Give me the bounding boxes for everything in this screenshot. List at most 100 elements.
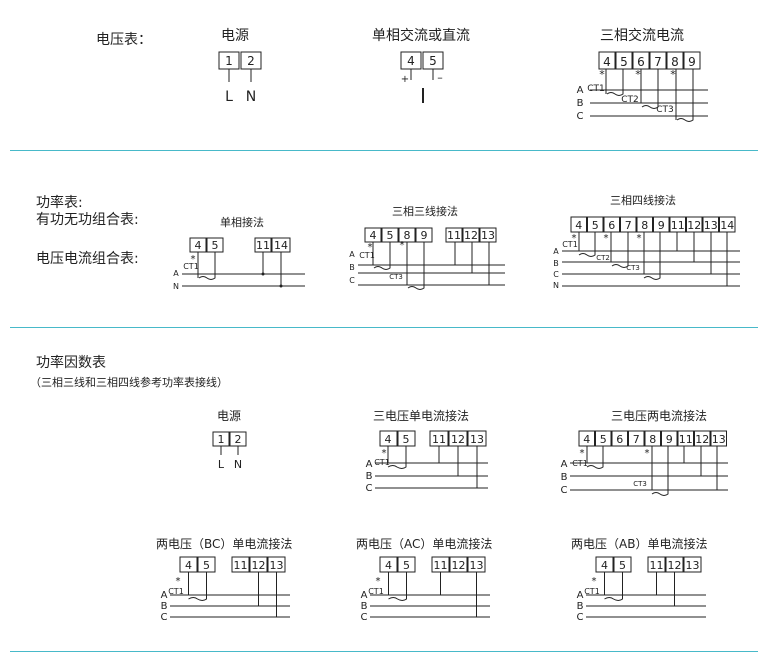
section-separator	[10, 651, 758, 652]
pf-meter-subtitle: （三相三线和三相四线参考功率表接线）	[30, 376, 228, 389]
svg-text:*: *	[637, 233, 642, 244]
svg-text:CT3: CT3	[656, 105, 674, 115]
svg-text:*: *	[635, 68, 641, 81]
svg-text:CT1: CT1	[587, 84, 605, 94]
terminal-number: 9	[666, 433, 673, 446]
terminal-box	[661, 430, 678, 447]
pin-label: N	[246, 89, 256, 105]
svg-text:C: C	[361, 612, 368, 623]
svg-text:C: C	[577, 111, 584, 122]
terminal-number: 4	[583, 433, 590, 446]
svg-text:5: 5	[203, 559, 210, 572]
svg-text:C: C	[577, 612, 584, 623]
svg-text:C: C	[553, 270, 559, 279]
svg-text:CT1: CT1	[359, 251, 375, 260]
svg-text:B: B	[161, 601, 168, 612]
terminal-box	[669, 216, 686, 233]
svg-text:N: N	[234, 458, 242, 471]
terminal-number: 9	[658, 219, 665, 232]
svg-text:B: B	[366, 471, 373, 482]
section-separator	[10, 150, 758, 151]
terminal-box	[611, 430, 628, 447]
voltmeter-power-diagram: 1 2 L N	[218, 51, 262, 105]
terminal-number: 12	[687, 219, 701, 232]
svg-text:A: A	[361, 590, 368, 601]
svg-text:11: 11	[650, 559, 664, 572]
svg-text:B: B	[361, 601, 368, 612]
terminal-number: 1	[225, 54, 233, 68]
svg-text:13: 13	[270, 559, 284, 572]
terminal-box	[677, 430, 694, 447]
terminal-number: 13	[704, 219, 718, 232]
svg-text:A: A	[577, 85, 584, 96]
terminal-number: 4	[603, 55, 611, 69]
svg-text:A: A	[161, 590, 168, 601]
terminal-number: 9	[421, 229, 428, 242]
svg-text:CT1: CT1	[368, 587, 384, 596]
three-phase-four-wire-label: 三相四线接法	[610, 194, 676, 207]
terminal-number: 7	[625, 219, 632, 232]
terminal-box	[710, 430, 727, 447]
terminal-number: 5	[387, 229, 394, 242]
svg-text:11: 11	[256, 239, 270, 252]
svg-text:B: B	[553, 259, 559, 268]
svg-text:5: 5	[403, 433, 410, 446]
var-meter-title: 有功无功组合表:	[36, 212, 139, 228]
terminal-number: 13	[481, 229, 495, 242]
terminal-number: 2	[247, 54, 255, 68]
svg-text:A: A	[173, 269, 179, 278]
terminal-number: 8	[641, 219, 648, 232]
pf-meter-title: 功率因数表	[36, 355, 106, 371]
terminal-box	[628, 430, 645, 447]
terminal-number: 6	[616, 433, 623, 446]
svg-text:B: B	[577, 98, 584, 109]
svg-text:12: 12	[452, 559, 466, 572]
svg-text:N: N	[173, 282, 179, 291]
svg-text:*: *	[645, 448, 650, 459]
voltmeter-single-diagram: 4 5 + –	[400, 51, 444, 103]
power-meter-title: 功率表:	[36, 195, 83, 211]
svg-text:11: 11	[234, 559, 248, 572]
svg-text:*: *	[599, 68, 605, 81]
terminal-box	[653, 216, 670, 233]
svg-text:11: 11	[434, 559, 448, 572]
svg-text:A: A	[366, 459, 373, 470]
svg-text:5: 5	[619, 559, 626, 572]
terminal-number: 8	[649, 433, 656, 446]
svg-text:B: B	[349, 263, 355, 272]
terminal-number: 13	[712, 433, 726, 446]
terminal-number: 5	[620, 55, 628, 69]
svg-text:A: A	[577, 590, 584, 601]
svg-text:CT2: CT2	[621, 95, 639, 105]
svg-text:4: 4	[385, 433, 392, 446]
terminal-box	[666, 51, 684, 70]
svg-text:13: 13	[686, 559, 700, 572]
svg-text:14: 14	[274, 239, 288, 252]
svg-text:C: C	[161, 612, 168, 623]
svg-text:CT3: CT3	[633, 480, 647, 488]
svg-text:4: 4	[385, 559, 392, 572]
three-phase-current-label: 三相交流电流	[600, 28, 684, 44]
svg-text:12: 12	[668, 559, 682, 572]
svg-text:CT1: CT1	[168, 587, 184, 596]
svg-text:*: *	[191, 254, 196, 265]
svg-text:C: C	[366, 483, 373, 494]
svg-text:4: 4	[185, 559, 192, 572]
svg-text:A: A	[561, 459, 568, 470]
terminal-number: 5	[592, 219, 599, 232]
svg-text:5: 5	[212, 239, 219, 252]
terminal-number: 8	[671, 55, 679, 69]
svg-text:*: *	[176, 576, 181, 587]
svg-text:4: 4	[601, 559, 608, 572]
ac-label: 两电压（AC）单电流接法	[356, 537, 493, 551]
svg-text:*: *	[368, 242, 373, 253]
svg-text:A: A	[553, 247, 559, 256]
svg-text:*: *	[572, 233, 577, 244]
svg-text:CT1: CT1	[374, 458, 390, 467]
svg-text:4: 4	[407, 54, 415, 68]
